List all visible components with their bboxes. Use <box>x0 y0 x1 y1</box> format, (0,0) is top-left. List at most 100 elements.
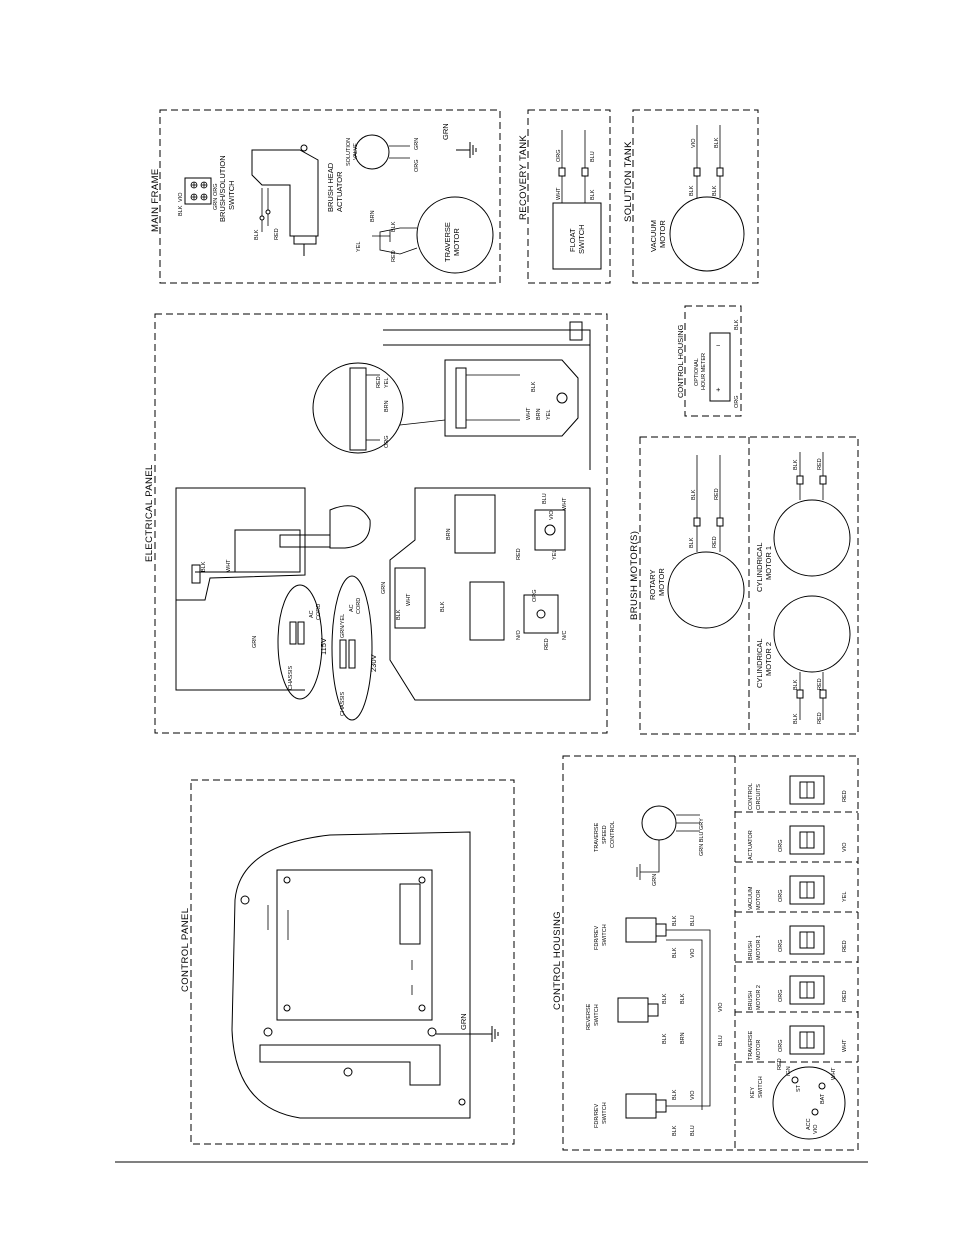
vacuum-motor-label-2: MOTOR <box>658 220 667 248</box>
valve-wire-org: ORG <box>414 159 420 172</box>
breaker-label-2: ACTUATOR <box>748 830 754 860</box>
solution-wire-vio-top: VIO <box>691 138 697 148</box>
float-switch-label-1: FLOAT <box>568 228 577 252</box>
key-st: ST <box>796 1084 802 1092</box>
solution-wire-blk-low: BLK <box>689 185 695 196</box>
cylindrical-motor-2 <box>773 595 851 673</box>
plug-115v: GRN CHASSIS AC CORD 115V <box>252 584 328 700</box>
hour-meter-body <box>709 332 731 402</box>
breaker-label-5: MOTOR 2 <box>756 985 762 1010</box>
plug-115v-label: 115V <box>319 638 328 655</box>
plug-115v-ac: AC <box>309 610 315 618</box>
connector-wire-org: ORG <box>384 435 390 448</box>
cylindrical-motor-1 <box>773 499 851 577</box>
hour-meter-section: CONTROL HOUSING OPTIONAL HOUR METER + − … <box>676 305 742 417</box>
key-switch-label-2: SWITCH <box>758 1076 764 1098</box>
control-housing-title: CONTROL HOUSING <box>552 911 563 1010</box>
fdr-top-vio: VIO <box>690 948 696 958</box>
control-panel-outline <box>231 831 471 1119</box>
breaker-body-5 <box>789 975 825 1005</box>
hour-meter-box <box>684 305 742 417</box>
key-ign: IGN <box>786 1066 792 1076</box>
breaker-label-6: TRAVERSE <box>748 1030 754 1060</box>
fdr-top-label-2: SWITCH <box>602 924 608 946</box>
board-wire-grn: GRN <box>381 582 387 594</box>
rotary-motor-label-2: MOTOR <box>657 568 666 596</box>
electrical-panel-section: ELECTRICAL PANEL BLK YEL BRN WHT YEL RED <box>144 313 608 734</box>
fdr-top-label-1: FDR/REV <box>594 926 600 950</box>
cyl1-label-2: MOTOR 1 <box>764 546 773 580</box>
key-switch-label-1: KEY <box>750 1087 756 1098</box>
main-frame-ground: GRN <box>441 123 477 158</box>
control-panel-title: CONTROL PANEL <box>180 908 191 992</box>
traverse-wire-red: RED <box>391 250 397 262</box>
board-wire-wht: WHT <box>406 593 412 606</box>
bs-switch-wire-vio: VIO <box>178 192 184 202</box>
recovery-wire-wht: WHT <box>556 187 562 200</box>
breaker-body-2 <box>789 825 825 855</box>
connector-wire-red: RED <box>376 376 382 388</box>
bs-switch-label-2: SWITCH <box>227 180 236 210</box>
breaker-wire-a-6: ORG <box>778 1039 784 1052</box>
main-frame-grn-label: GRN <box>441 123 450 140</box>
reverse-label-2: SWITCH <box>594 1004 600 1026</box>
hour-meter-label-1: OPTIONAL <box>694 358 700 386</box>
fdr-bot-vio: VIO <box>690 1090 696 1100</box>
actuator-label-1: BRUSH HEAD <box>326 162 335 212</box>
breaker-label-3: VACUUM <box>748 886 754 910</box>
plug-115v-cord: CORD <box>316 604 322 620</box>
fdr-rev-switch-top: FDR/REV SWITCH BLK BLU BLK VIO <box>594 915 696 958</box>
actuator-label-2: ACTUATOR <box>335 171 344 212</box>
traverse-motor-label-2: MOTOR <box>452 228 461 256</box>
cyl2-wire-blk: BLK <box>793 679 799 690</box>
bs-switch-wire-org: ORG <box>213 183 219 196</box>
breaker-label-6: MOTOR <box>756 1040 762 1060</box>
contactor-wire-wht: WHT <box>526 407 532 420</box>
brush-solution-switch: BLK VIO GRN ORG BRUSH/SOLUTION SWITCH <box>178 155 236 222</box>
solution-wire-blk-low-2: BLK <box>712 185 718 196</box>
hour-meter-title: CONTROL HOUSING <box>676 324 685 398</box>
brush-motors-section: BRUSH MOTOR(S) ROTARY MOTOR BLK RED BLK … <box>629 436 859 735</box>
plug-115v-grn: GRN <box>252 636 258 648</box>
reverse-blk: BLK <box>662 993 668 1004</box>
electrical-panel-box <box>154 313 608 734</box>
hour-meter-label-2: HOUR METER <box>701 353 707 390</box>
contactor-wire-brn: BRN <box>536 408 542 420</box>
breaker-label-3: MOTOR <box>756 890 762 910</box>
contactor-assembly: BLK YEL BRN WHT <box>383 321 591 470</box>
reverse-blk-2: BLK <box>680 993 686 1004</box>
board-wire-yel: YEL <box>552 550 558 560</box>
electrical-panel-title: ELECTRICAL PANEL <box>144 464 155 562</box>
recovery-tank-title: RECOVERY TANK <box>518 134 529 220</box>
board-wire-no: N/O <box>516 630 522 641</box>
breaker-wire-a-2: ORG <box>778 839 784 852</box>
breaker-label-4: MOTOR 1 <box>756 935 762 960</box>
breaker-wire-b-2: VIO <box>842 842 848 852</box>
main-frame-title: MAIN FRAME <box>150 168 161 232</box>
brush-motors-title: BRUSH MOTOR(S) <box>629 531 640 620</box>
contactor-wire-blk: BLK <box>531 381 537 392</box>
cyl2-label-1: CYLINDRICAL <box>755 638 764 688</box>
breaker-label-4: BRUSH <box>748 941 754 960</box>
recovery-tank-section: RECOVERY TANK FLOAT SWITCH ORG BLU WHT B… <box>518 109 611 284</box>
bs-switch-label-1: BRUSH/SOLUTION <box>218 155 227 222</box>
fdr-top-blk: BLK <box>672 915 678 926</box>
control-board <box>276 869 433 1021</box>
board-wire-org: ORG <box>532 589 538 602</box>
plug-230v-label: 230V <box>369 654 378 672</box>
valve-wire-grn: GRN <box>414 138 420 150</box>
reverse-brn: BRN <box>680 1032 686 1044</box>
connector-wire-yel: YEL <box>384 378 390 388</box>
charger-wire-blk: BLK <box>201 561 207 572</box>
solution-tank-section: SOLUTION TANK VACUUM MOTOR VIO BLK BLK B… <box>623 109 759 284</box>
recovery-wire-org: ORG <box>556 149 562 162</box>
brush-motors-box <box>639 436 859 735</box>
breaker-label-1: CIRCUITS <box>756 784 762 810</box>
actuator-wire-blk: BLK <box>254 229 260 240</box>
breaker-wire-b-5: RED <box>842 990 848 1002</box>
valve-label-1: SOLUTION <box>346 138 352 166</box>
housing-vio: VIO <box>718 1002 724 1012</box>
hour-meter-plus: + <box>716 385 721 394</box>
rotary-wire-red: RED <box>714 488 720 500</box>
